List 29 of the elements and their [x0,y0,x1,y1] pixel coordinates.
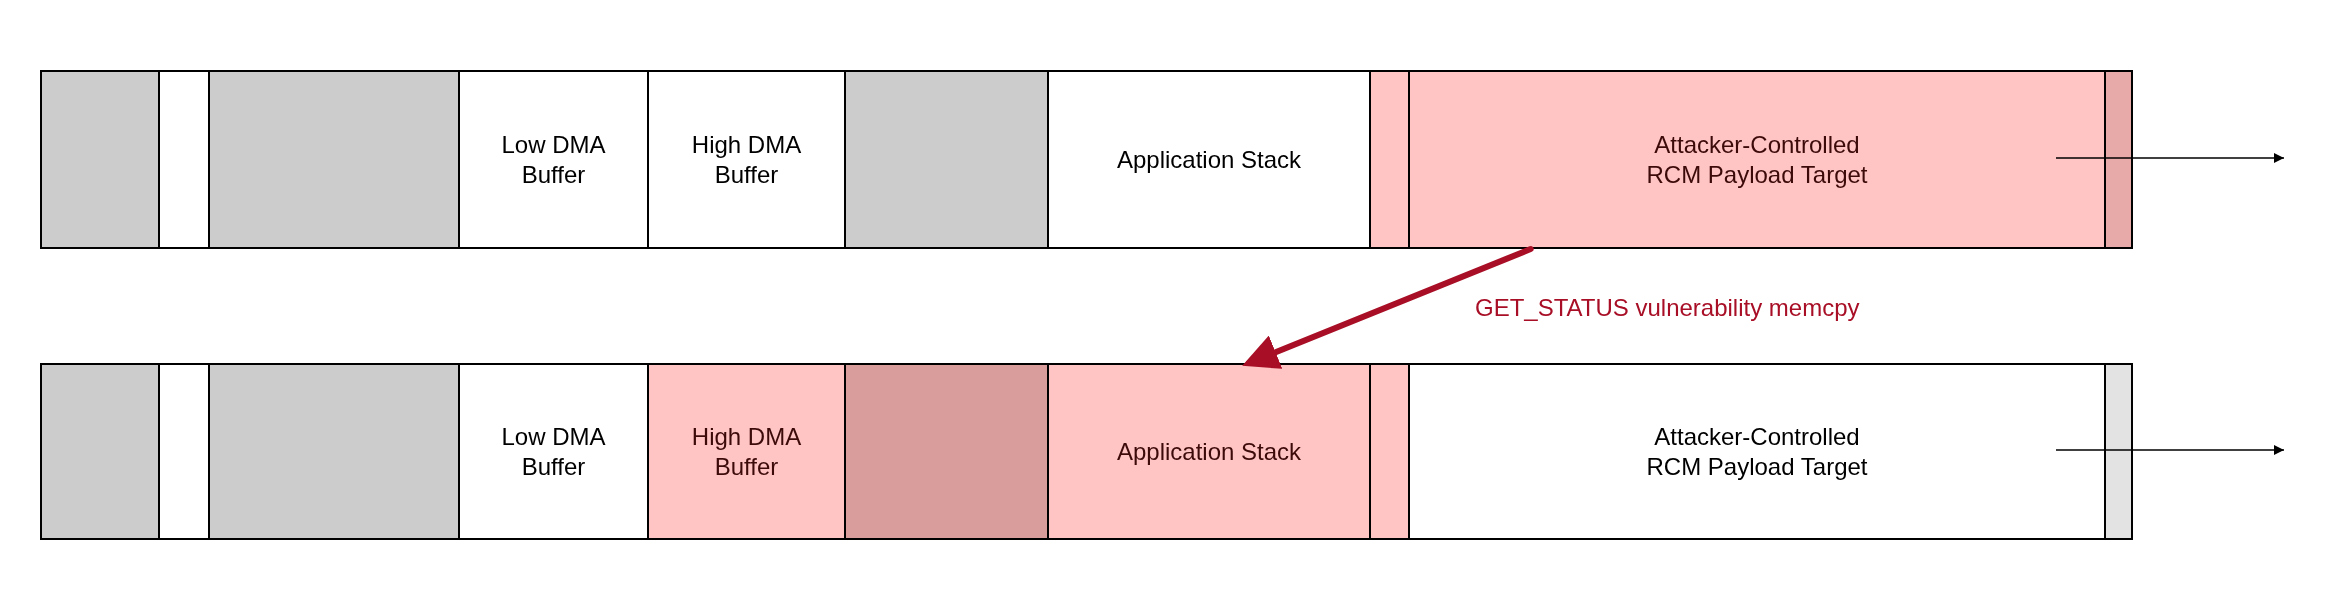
memory-region [158,363,210,540]
region-label: High DMA Buffer [690,129,803,190]
region-label: High DMA Buffer [690,421,803,482]
region-label: Application Stack [1116,144,1302,175]
memory-region [2104,70,2133,249]
memory-region [208,363,460,540]
memory-region [458,70,649,249]
region-label: Low DMA Buffer [500,129,607,190]
memory-region [1408,363,2106,540]
memory-region [1047,363,1371,540]
memory-region [844,70,1049,249]
memory-region [844,363,1049,540]
memory-region [40,363,160,540]
memory-region [2104,363,2133,540]
memory-region [458,363,649,540]
memory-region [208,70,460,249]
memory-region [647,70,846,249]
memory-region [1369,363,1410,540]
region-label: Attacker-Controlled RCM Payload Target [1645,129,1869,190]
region-label: Application Stack [1116,436,1302,467]
region-label: Attacker-Controlled RCM Payload Target [1645,421,1869,482]
memory-region [1369,70,1410,249]
memory-region [1047,70,1371,249]
memory-region [647,363,846,540]
memory-region [158,70,210,249]
arrow [1242,246,1534,369]
memory-region [40,70,160,249]
memory-region [1408,70,2106,249]
region-label: Low DMA Buffer [500,421,607,482]
